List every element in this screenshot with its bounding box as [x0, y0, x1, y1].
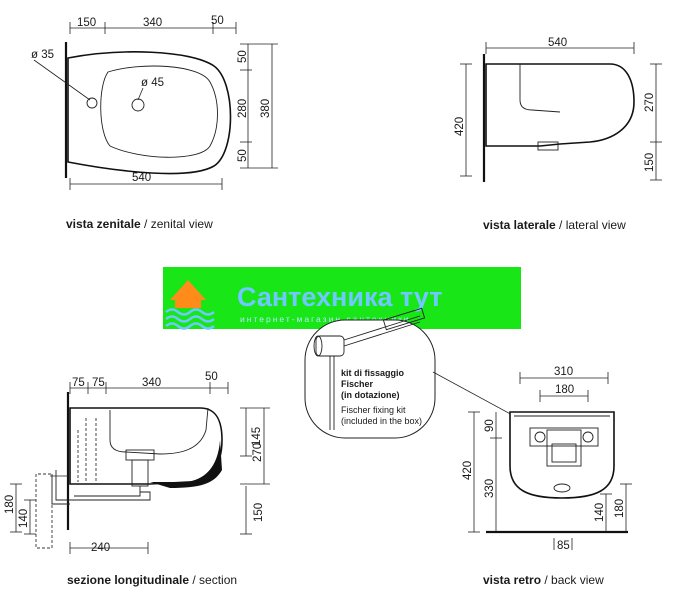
dim-50: 50 — [211, 15, 224, 27]
dim-150: 150 — [77, 17, 96, 29]
watermark-title: Сантехника тут — [237, 282, 442, 312]
dim-sec-270: 270 — [252, 443, 264, 462]
drain-outlet — [553, 483, 571, 493]
svg-text:sezione longitudinale / sectio: sezione longitudinale / section — [67, 573, 237, 587]
kit-line4: Fischer fixing kit — [341, 405, 406, 415]
kit-line1: kit di fissaggio — [341, 368, 405, 378]
dim-hole-35: ø 35 — [31, 49, 54, 61]
caption-lateral-normal: lateral view — [566, 218, 626, 232]
dim-sec-180: 180 — [4, 495, 16, 514]
caption-back-normal: back view — [551, 573, 604, 587]
dim-lat-540: 540 — [548, 37, 567, 49]
watermark-background — [163, 267, 521, 329]
dim-sec-140: 140 — [18, 509, 30, 528]
dim-sec-50: 50 — [205, 371, 218, 383]
small-hole — [86, 97, 98, 109]
dim-v50a: 50 — [237, 50, 249, 63]
drain-pipe — [51, 449, 155, 505]
dim-v50b: 50 — [237, 149, 249, 162]
dim-lat-150: 150 — [644, 153, 656, 172]
dim-back-85: 85 — [557, 540, 570, 552]
dim-hole-45: ø 45 — [141, 77, 164, 89]
caption-lateral-bold: vista laterale — [483, 218, 556, 232]
kit-line3: (in dotazione) — [341, 390, 400, 400]
svg-text:vista laterale / lateral view: vista laterale / lateral view — [483, 218, 626, 232]
dim-sec-75a: 75 — [72, 377, 85, 389]
dim-340: 340 — [143, 17, 162, 29]
kit-line5: (included in the box) — [341, 416, 422, 426]
caption-section-sep: / — [189, 573, 199, 587]
dim-v280: 280 — [237, 99, 249, 118]
watermark-subtitle: интернет-магазин сантехники — [240, 314, 411, 324]
zenital-view: 150 340 50 ø 35 ø 45 50 280 380 50 540 v… — [31, 15, 278, 231]
caption-lateral-sep: / — [556, 218, 566, 232]
dim-sec-240: 240 — [91, 542, 110, 554]
dim-back-140: 140 — [594, 503, 606, 522]
lateral-view: 540 420 270 150 vista laterale / lateral… — [454, 37, 662, 232]
dim-sec-340: 340 — [142, 377, 161, 389]
dim-back-420: 420 — [462, 461, 474, 480]
dim-back-310: 310 — [554, 366, 573, 378]
house-logo-icon — [165, 280, 215, 330]
watermark-banner: Сантехника тут интернет-магазин сантехни… — [163, 267, 521, 330]
svg-text:vista retro / back view: vista retro / back view — [483, 573, 604, 587]
caption-back-sep: / — [541, 573, 551, 587]
dim-back-180v: 180 — [614, 499, 626, 518]
kit-line2: Fischer — [341, 379, 374, 389]
fixing-bracket — [529, 427, 599, 467]
dim-v380: 380 — [260, 99, 272, 118]
back-view: 310 180 420 90 330 140 180 85 vista retr… — [462, 366, 632, 587]
section-view: 75 75 340 50 145 270 150 180 140 240 sez… — [4, 371, 270, 587]
caption-back-bold: vista retro — [483, 573, 541, 587]
dim-sec-145: 145 — [251, 427, 263, 446]
caption-section-bold: sezione longitudinale — [67, 573, 189, 587]
caption-zenital-sep: / — [141, 217, 151, 231]
dim-sec-150: 150 — [253, 503, 265, 522]
dim-sec-75b: 75 — [92, 377, 105, 389]
caption-section-normal: section — [199, 573, 237, 587]
caption-zenital-normal: zenital view — [151, 217, 213, 231]
dim-lat-420: 420 — [454, 117, 466, 136]
dim-lat-270: 270 — [644, 93, 656, 112]
dim-back-90: 90 — [484, 419, 496, 432]
dim-540: 540 — [132, 172, 151, 184]
fischer-bolt-icon — [313, 307, 426, 430]
dim-back-180: 180 — [555, 384, 574, 396]
fixing-kit-callout: kit di fissaggio Fischer (in dotazione) … — [304, 307, 541, 439]
caption-zenital-bold: vista zenitale — [66, 217, 141, 231]
dim-back-330: 330 — [484, 479, 496, 498]
svg-text:vista zenitale / zenital view: vista zenitale / zenital view — [66, 217, 213, 231]
